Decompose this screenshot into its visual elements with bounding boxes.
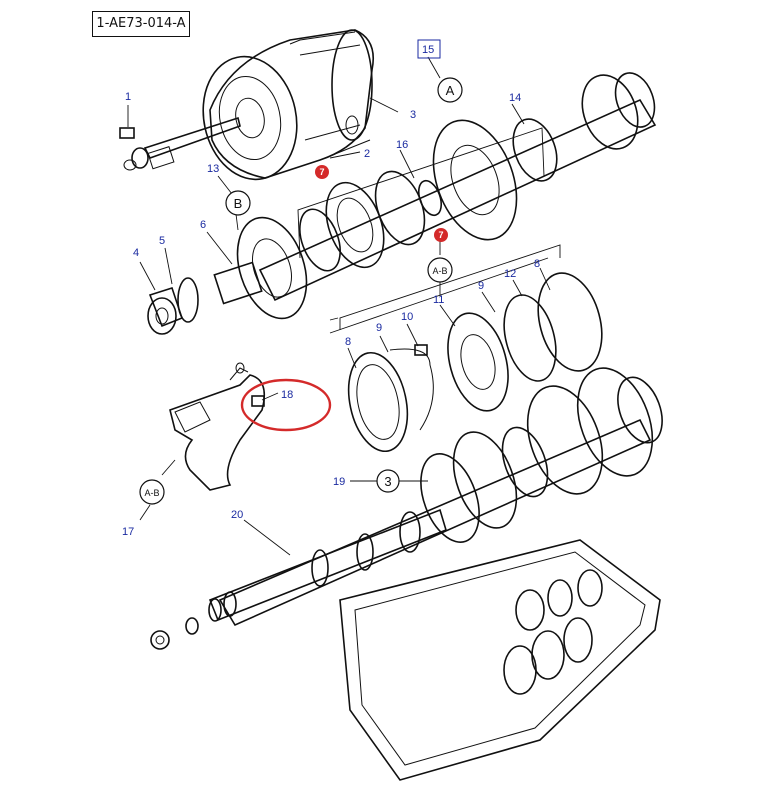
part-number-labels: 1 2 3 4 5 6 8 8 9 9 10 11 12 13 14 15 16… [122, 44, 540, 538]
label-part-10: 10 [401, 311, 413, 323]
middle-synchro-set [347, 272, 603, 453]
label-part-17: 17 [122, 526, 134, 538]
svg-text:7: 7 [319, 167, 324, 177]
label-part-3: 3 [410, 109, 416, 121]
label-part-5: 5 [159, 235, 165, 247]
svg-text:A: A [446, 83, 455, 98]
label-part-19: 19 [333, 476, 345, 488]
label-part-2: 2 [364, 148, 370, 160]
leader-lines [127, 56, 551, 556]
label-part-4: 4 [133, 247, 139, 259]
label-part-16: 16 [396, 139, 408, 151]
callout-3: 3 [376, 469, 400, 493]
reference-code-box: 1-AE73-014-A [92, 11, 190, 37]
label-part-6: 6 [200, 219, 206, 231]
top-synchro-set [299, 170, 426, 272]
callout-A-B-lower: A-B [139, 479, 165, 505]
gear-6-assembly [147, 216, 308, 335]
top-shaft-assembly [258, 72, 657, 302]
svg-text:A-B: A-B [432, 266, 447, 276]
label-part-1: 1 [125, 91, 131, 103]
main-shaft [150, 508, 447, 650]
svg-text:3: 3 [384, 474, 391, 489]
part-15-box [417, 39, 441, 59]
label-part-12: 12 [504, 268, 516, 280]
callout-A: A [437, 77, 463, 103]
transmission-case [339, 539, 661, 781]
svg-text:B: B [234, 196, 243, 211]
clutch-housing [202, 29, 374, 181]
red-marker-7-upper: 7 [315, 165, 329, 179]
label-part-18: 18 [281, 389, 293, 401]
label-part-15: 15 [422, 44, 434, 56]
label-part-20: 20 [231, 509, 243, 521]
input-shaft [119, 116, 241, 171]
red-marker-7-lower: 7 [434, 228, 448, 242]
highlight-ellipse-part-18 [240, 378, 332, 432]
label-part-14: 14 [509, 92, 521, 104]
label-part-9-left: 9 [376, 322, 382, 334]
callout-B: B [225, 190, 251, 216]
svg-text:A-B: A-B [144, 488, 159, 498]
shift-fork [169, 362, 266, 491]
label-part-9-right: 9 [478, 280, 484, 292]
label-part-11: 11 [433, 294, 444, 306]
label-part-13: 13 [207, 163, 219, 175]
callout-A-B-upper: A-B [427, 257, 453, 283]
svg-text:7: 7 [438, 230, 443, 240]
label-part-8-left: 8 [345, 336, 351, 348]
label-part-8-right: 8 [534, 258, 540, 270]
